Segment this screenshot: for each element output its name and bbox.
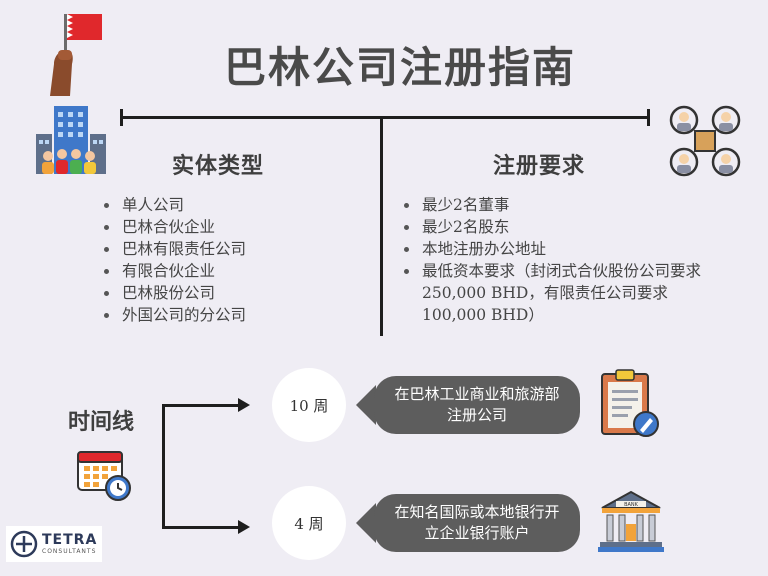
duration-circle: 10 周 [272, 368, 346, 442]
callout-pointer [356, 385, 376, 425]
calendar-clock-icon [76, 446, 132, 502]
tetra-logo: TETRA CONSULTANTS [6, 526, 102, 562]
top-divider-line [120, 109, 650, 126]
list-item: 最少2名股东 [400, 216, 730, 238]
timeline-step-callout: 在知名国际或本地银行开立企业银行账户 [374, 494, 580, 552]
entity-types-title: 实体类型 [172, 154, 265, 179]
page-title: 巴林公司注册指南 [223, 43, 576, 92]
bahrain-flag-icon [40, 10, 110, 100]
list-item: 单人公司 [100, 194, 360, 216]
step-text: 在巴林工业商业和旅游部注册公司 [394, 385, 560, 424]
timeline-bracket [162, 404, 165, 528]
center-divider-line [380, 118, 383, 336]
list-item: 最低资本要求（封闭式合伙股份公司要求250,000 BHD，有限责任公司要求10… [400, 260, 730, 326]
logo-sub: CONSULTANTS [42, 547, 97, 555]
step-text: 在知名国际或本地银行开立企业银行账户 [394, 503, 560, 542]
team-network-icon [668, 104, 742, 178]
timeline-step-callout: 在巴林工业商业和旅游部注册公司 [374, 376, 580, 434]
list-item: 本地注册办公地址 [400, 238, 730, 260]
timeline-arrow-line [162, 526, 240, 529]
requirements-title: 注册要求 [493, 154, 586, 179]
entity-types-list: 单人公司 巴林合伙企业 巴林有限责任公司 有限合伙企业 巴林股份公司 外国公司的… [100, 194, 360, 326]
requirements-list: 最少2名董事 最少2名股东 本地注册办公地址 最低资本要求（封闭式合伙股份公司要… [400, 194, 730, 326]
list-item: 最少2名董事 [400, 194, 730, 216]
list-item: 巴林股份公司 [100, 282, 360, 304]
office-building-icon [36, 106, 106, 178]
list-item: 外国公司的分公司 [100, 304, 360, 326]
arrow-right-icon [238, 398, 250, 412]
clipboard-document-icon [600, 368, 662, 440]
logo-name: TETRA [42, 531, 98, 548]
callout-pointer [356, 503, 376, 543]
list-item: 巴林有限责任公司 [100, 238, 360, 260]
timeline-arrow-line [162, 404, 240, 407]
bank-sign: BANK [624, 502, 639, 508]
list-item: 有限合伙企业 [100, 260, 360, 282]
arrow-right-icon [238, 520, 250, 534]
tetra-logo-mark-icon [10, 530, 38, 558]
bank-building-icon: BANK [598, 488, 664, 554]
timeline-label: 时间线 [68, 410, 135, 435]
duration-circle: 4 周 [272, 486, 346, 560]
list-item: 巴林合伙企业 [100, 216, 360, 238]
